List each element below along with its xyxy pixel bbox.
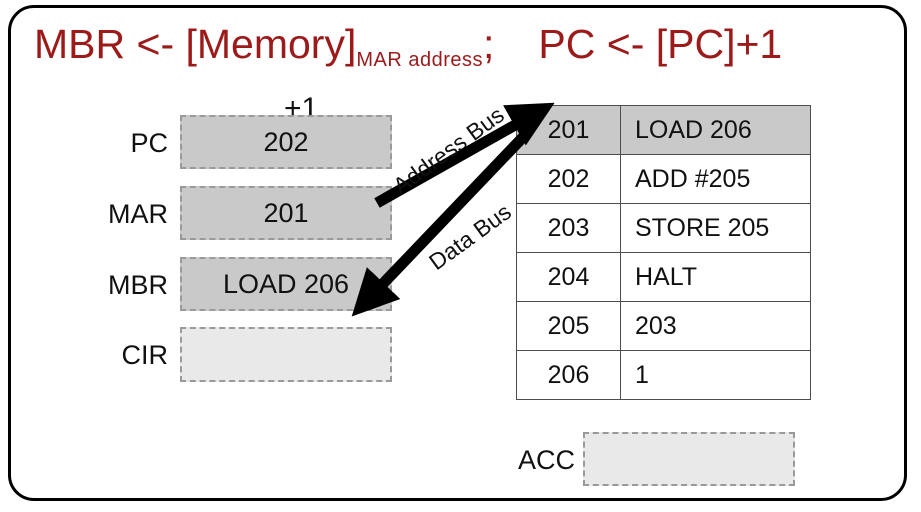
table-row[interactable]: 204 HALT (516, 252, 811, 302)
memory-contents-cell: ADD #205 (620, 154, 811, 204)
address-bus-label: Address Bus (388, 101, 509, 200)
register-label-pc: PC (130, 128, 168, 158)
table-row[interactable]: 205 203 (516, 301, 811, 351)
memory-address-cell: 205 (516, 301, 621, 351)
table-row[interactable]: 202 ADD #205 (516, 154, 811, 204)
title-main-right: PC <- [PC]+1 (538, 21, 783, 67)
memory-contents-cell: 203 (620, 301, 811, 351)
register-acc[interactable] (583, 432, 795, 486)
title-semicolon: ; (483, 21, 495, 67)
memory-address-cell: 203 (516, 203, 621, 253)
register-mbr[interactable]: LOAD 206 (180, 257, 392, 311)
memory-table: 201 LOAD 206 202 ADD #205 203 STORE 205 … (516, 105, 811, 400)
memory-address-cell: 206 (516, 350, 621, 400)
register-pc[interactable]: 202 (180, 115, 392, 169)
table-row[interactable]: 201 LOAD 206 (516, 105, 811, 155)
title-main-left: MBR <- [Memory] (34, 21, 357, 67)
memory-address-cell: 204 (516, 252, 621, 302)
register-label-mar: MAR (108, 199, 168, 229)
register-cir[interactable] (180, 327, 392, 382)
data-bus-label: Data Bus (424, 198, 516, 276)
memory-contents-cell: HALT (620, 252, 811, 302)
page-title: MBR <- [Memory]MAR address; PC <- [PC]+1 (34, 18, 904, 74)
memory-address-cell: 201 (516, 105, 621, 155)
table-row[interactable]: 203 STORE 205 (516, 203, 811, 253)
memory-table-body: 201 LOAD 206 202 ADD #205 203 STORE 205 … (516, 105, 811, 400)
memory-contents-cell: STORE 205 (620, 203, 811, 253)
register-mar[interactable]: 201 (180, 186, 392, 240)
register-label-cir: CIR (121, 340, 169, 370)
register-label-acc: ACC (517, 445, 575, 475)
title-subscript: MAR address (356, 49, 483, 71)
memory-contents-cell: LOAD 206 (620, 105, 811, 155)
table-row[interactable]: 206 1 (516, 350, 811, 400)
register-label-mbr: MBR (108, 270, 168, 300)
memory-contents-cell: 1 (620, 350, 811, 400)
memory-address-cell: 202 (516, 154, 621, 204)
